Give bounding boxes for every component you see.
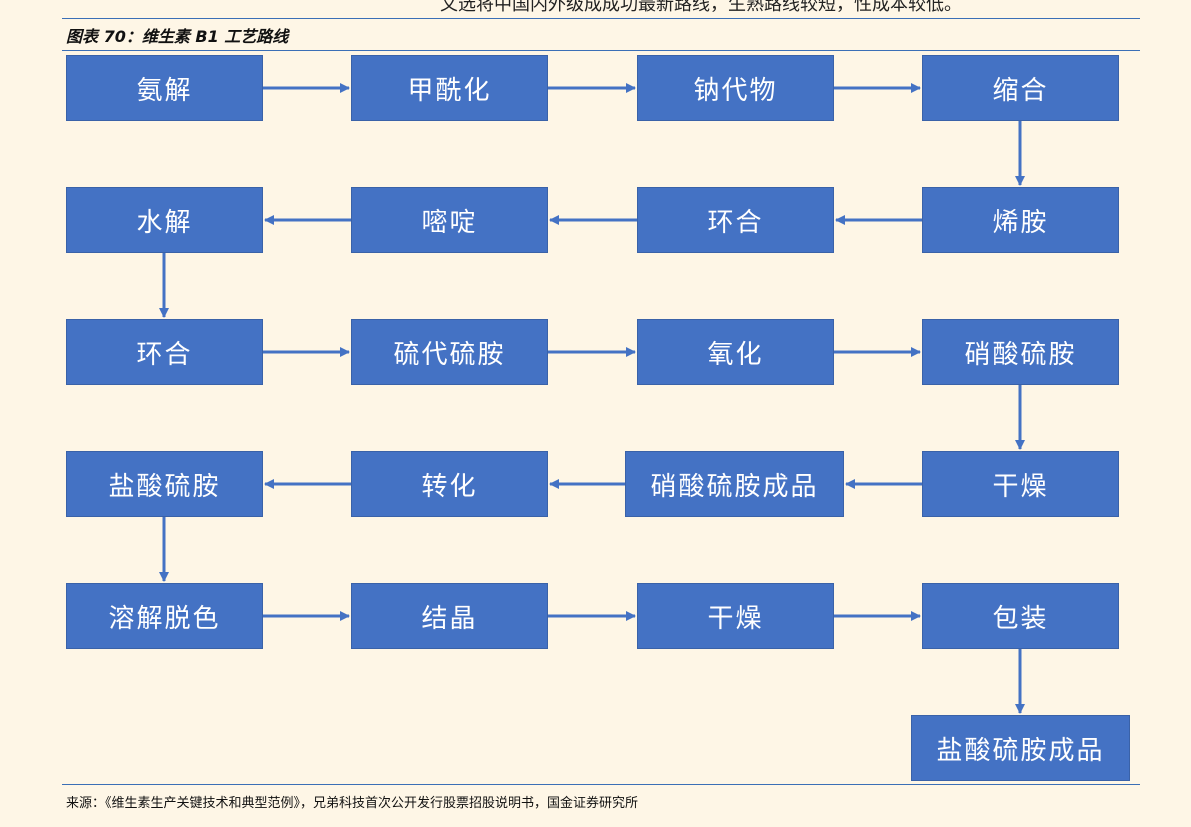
node-ammonolysis: 氨解	[66, 55, 263, 121]
node-oxidation: 氧化	[637, 319, 834, 385]
title-rule-top	[62, 18, 1140, 19]
header-top-text: 文选将中国内外级成成功最新路线，生熟路线较短，性成本较低。	[440, 0, 962, 15]
node-pyrimidine: 嘧啶	[351, 187, 548, 253]
node-thiamine-nitrate: 硝酸硫胺	[922, 319, 1119, 385]
figure-title: 图表 70：维生素 B1 工艺路线	[66, 27, 289, 46]
node-thiothiamine: 硫代硫胺	[351, 319, 548, 385]
node-dissolve-decolor: 溶解脱色	[66, 583, 263, 649]
node-sodium-derivative: 钠代物	[637, 55, 834, 121]
node-thiamine-hcl: 盐酸硫胺	[66, 451, 263, 517]
node-drying-1: 干燥	[922, 451, 1119, 517]
node-enamine: 烯胺	[922, 187, 1119, 253]
node-thiamine-hcl-product: 盐酸硫胺成品	[911, 715, 1130, 781]
node-packaging: 包装	[922, 583, 1119, 649]
title-rule-bottom	[62, 50, 1140, 51]
node-crystallization: 结晶	[351, 583, 548, 649]
node-formylation: 甲酰化	[351, 55, 548, 121]
node-conversion: 转化	[351, 451, 548, 517]
footer-rule	[62, 784, 1140, 785]
source-note: 来源：《维生素生产关键技术和典型范例》，兄弟科技首次公开发行股票招股说明书，国金…	[66, 796, 639, 811]
node-cyclization-2: 环合	[66, 319, 263, 385]
node-condensation: 缩合	[922, 55, 1119, 121]
node-thiamine-nitrate-product: 硝酸硫胺成品	[625, 451, 844, 517]
node-hydrolysis: 水解	[66, 187, 263, 253]
node-cyclization-1: 环合	[637, 187, 834, 253]
node-drying-2: 干燥	[637, 583, 834, 649]
